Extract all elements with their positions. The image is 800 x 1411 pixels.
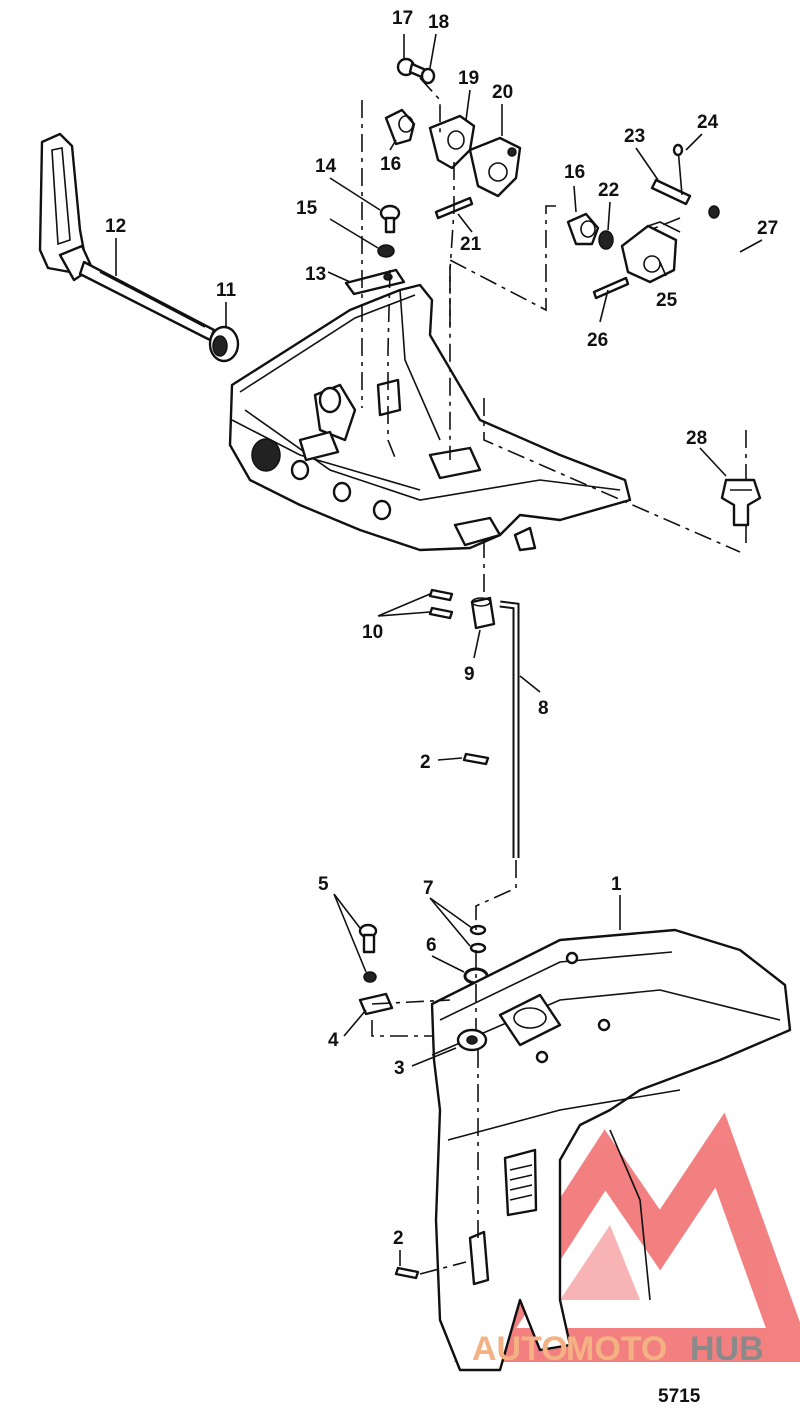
- pins-10: [428, 588, 454, 620]
- yoke-25: [620, 221, 681, 284]
- tiller-handle: [38, 132, 216, 342]
- callout-8: 8: [538, 698, 549, 719]
- callout-14: 14: [315, 156, 337, 177]
- callout-23: 23: [624, 126, 645, 147]
- callout-11: 11: [216, 280, 237, 301]
- watermark-hub: HUB: [690, 1330, 764, 1368]
- callout-16: 16: [380, 154, 401, 175]
- callout-1: 1: [611, 874, 622, 895]
- callout-4: 4: [328, 1030, 339, 1051]
- callout-3: 3: [394, 1058, 405, 1079]
- bushing-16-left: [384, 108, 416, 146]
- assembly-lines: [361, 77, 747, 1275]
- plate-13: [344, 268, 406, 296]
- rod-27: [708, 205, 747, 420]
- washer-22: [598, 230, 614, 250]
- callout-6: 6: [426, 935, 437, 956]
- callout-28: 28: [686, 428, 707, 449]
- pin-2-upper: [462, 752, 490, 766]
- callout-19: 19: [458, 68, 479, 89]
- bushing-16-right: [566, 212, 600, 246]
- leader-lines: [115, 33, 763, 1266]
- callout-7: 7: [423, 878, 434, 899]
- callout-5: 5: [318, 874, 329, 895]
- callout-2: 2: [393, 1228, 404, 1249]
- callout-27: 27: [757, 218, 778, 239]
- callout-15: 15: [296, 198, 318, 219]
- tiller-bushing: [208, 325, 240, 363]
- watermark-moto: MOTO: [566, 1330, 667, 1368]
- grommet-28: [720, 478, 762, 527]
- callout-17: 17: [392, 8, 413, 29]
- driveshaft-housing: [430, 928, 792, 1372]
- watermark-auto: AUTO: [472, 1330, 568, 1368]
- callout-13: 13: [305, 264, 326, 285]
- washer-18: [420, 67, 436, 85]
- drawing-code: 5715: [658, 1386, 701, 1407]
- callout-16: 16: [564, 162, 585, 183]
- callout-21: 21: [460, 234, 482, 255]
- callout-2: 2: [420, 752, 431, 773]
- callout-26: 26: [587, 330, 608, 351]
- callout-18: 18: [428, 12, 449, 33]
- callout-22: 22: [598, 180, 619, 201]
- shift-rod-8: [499, 600, 520, 858]
- callout-9: 9: [464, 664, 475, 685]
- callout-20: 20: [492, 82, 513, 103]
- callout-10: 10: [362, 622, 383, 643]
- callout-24: 24: [697, 112, 719, 133]
- pin-23: [650, 178, 692, 206]
- watermark-logo: [453, 1112, 800, 1362]
- lever-19: [428, 114, 476, 170]
- pin-26: [592, 276, 630, 300]
- washers-7: [469, 924, 487, 954]
- pin-2-lower: [394, 1266, 420, 1280]
- callout-labels: 1 2 2 3 4 5 6 7 8 9 10 11 12 13 14 15 16…: [105, 8, 778, 1249]
- coupler-9: [470, 596, 496, 630]
- callout-25: 25: [656, 290, 678, 311]
- cotter-24: [672, 143, 684, 196]
- callout-12: 12: [105, 216, 126, 237]
- clamp-20: [468, 136, 522, 198]
- screw-14: [379, 204, 401, 234]
- washer-15: [377, 244, 395, 258]
- steering-bracket-housing: [228, 283, 632, 552]
- watermark-text: AUTO MOTO HUB: [472, 1330, 764, 1368]
- screw-5: [358, 923, 378, 983]
